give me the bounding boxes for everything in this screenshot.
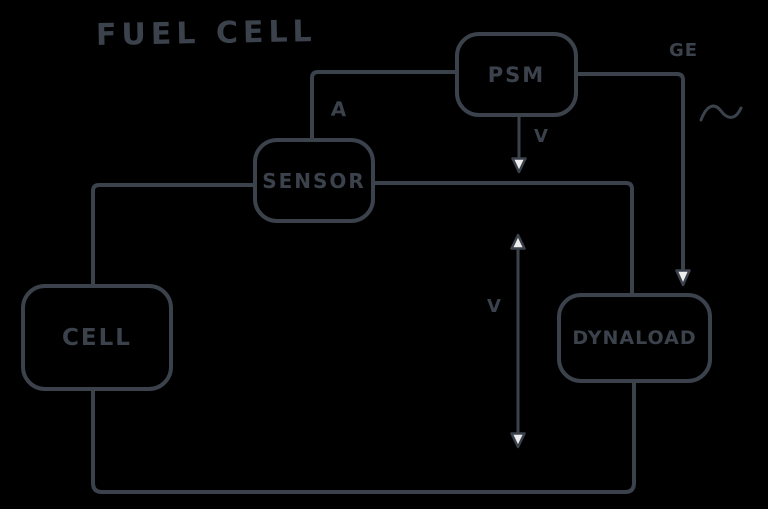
arrowhead-up-icon — [510, 233, 526, 250]
arrowhead-down-icon — [511, 157, 527, 174]
node-dynaload-label: DYNALOAD — [572, 327, 697, 349]
wire-cell-to-dynaload-bottom — [91, 381, 636, 494]
wire-sensor-to-dynaload — [373, 181, 634, 295]
node-sensor-label: SENSOR — [262, 168, 366, 193]
diagram-title: FUEL CELL — [95, 14, 317, 53]
sine-wave-icon — [699, 104, 743, 122]
node-psm: PSM — [455, 32, 578, 117]
node-cell: CELL — [21, 284, 173, 391]
node-cell-label: CELL — [62, 324, 132, 351]
node-dynaload: DYNALOAD — [557, 293, 712, 383]
arrowhead-down-icon — [675, 269, 691, 287]
wire-psm-to-dynaload-ge — [576, 72, 685, 271]
grid-label: GE — [669, 40, 699, 61]
wire-psm-to-sensor — [310, 70, 457, 140]
psm-voltage-label: V — [534, 126, 549, 147]
wire-sensor-to-cell — [91, 183, 255, 286]
node-sensor: SENSOR — [253, 138, 375, 223]
node-psm-label: PSM — [487, 62, 546, 87]
arrowhead-down-icon — [510, 432, 526, 449]
current-label: A — [330, 96, 349, 122]
load-voltage-label: V — [487, 296, 502, 317]
